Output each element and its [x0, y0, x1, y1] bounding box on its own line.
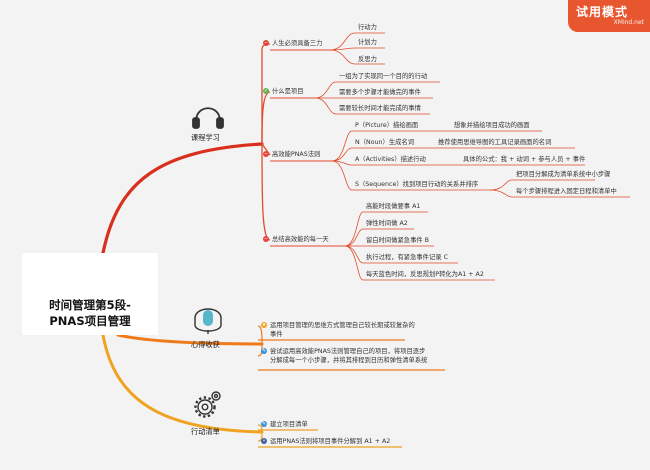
- t4-child-1[interactable]: 高能时段做要事 A1: [366, 203, 421, 210]
- check-bullet-icon: ✓: [263, 88, 269, 94]
- pnas-s-label[interactable]: S（Sequence）找到项目行动的关系并排序: [355, 181, 479, 188]
- t2-child-2[interactable]: 需要多个步骤才能做完的事件: [339, 89, 421, 96]
- microphone-icon: [194, 308, 222, 334]
- headphones-icon: [192, 107, 224, 129]
- branch-action-label[interactable]: 行动清单: [191, 427, 220, 436]
- t4-child-4[interactable]: 执行过程，有紧急事件记录 C: [366, 254, 448, 261]
- topic-label: 总结高效能的每一天: [272, 236, 329, 243]
- pnas-p-detail[interactable]: 想象并描绘项目成功的画面: [454, 122, 530, 129]
- t1-child-2[interactable]: 计划力: [358, 39, 377, 46]
- branch-action-line: [101, 333, 264, 434]
- star-bullet-icon: ★: [261, 322, 267, 328]
- branch-insight-line: [116, 333, 264, 346]
- pnas-p-label[interactable]: P（Picture）描绘画面: [355, 122, 419, 129]
- minus-bullet-icon: −: [263, 151, 269, 157]
- t4-child-2[interactable]: 弹性时间做 A2: [366, 220, 408, 227]
- t1-connectors: [329, 32, 385, 65]
- pnas-a-detail[interactable]: 具体的公式：我 + 动词 + 参与人员 + 事件: [463, 156, 586, 163]
- t1-child-1[interactable]: 行动力: [358, 24, 377, 31]
- minus-bullet-icon: −: [263, 40, 269, 46]
- root-title: 时间管理第5段- PNAS项目管理: [22, 297, 158, 329]
- insight-item-1-line2: 事件: [270, 330, 283, 338]
- minus-bullet-icon: −: [263, 236, 269, 242]
- action-item-1-label: 建立项目清单: [270, 421, 308, 428]
- topic-three-powers[interactable]: −人生必须具备三力: [263, 39, 322, 48]
- branch-course-line: [101, 142, 264, 255]
- topic-underlines: [270, 49, 345, 247]
- root-node[interactable]: 时间管理第5段- PNAS项目管理: [22, 253, 158, 335]
- pnas-a-label[interactable]: A（Activities）描述行动: [355, 156, 426, 163]
- trial-mode-title: 试用模式: [576, 5, 629, 19]
- branch-course-label[interactable]: 课程学习: [191, 133, 220, 142]
- topic-what-is-project[interactable]: ✓什么是项目: [263, 87, 303, 96]
- insight-item-1-line1: 运用项目管理的思维方式管理自己较长期或较复杂的: [270, 322, 415, 329]
- root-title-line2: PNAS项目管理: [49, 314, 131, 328]
- t4-child-3[interactable]: 留白时间做紧急事件 B: [366, 237, 429, 244]
- t4-child-5[interactable]: 每天蓝色时间，反思规划P转化为A1 + A2: [366, 271, 484, 278]
- pencil-bullet-icon: ✎: [261, 348, 267, 354]
- topic-pnas-rule[interactable]: −高效能PNAS法则: [263, 150, 320, 159]
- gears-icon: [194, 391, 221, 418]
- pnas-s-detail-1[interactable]: 把项目分解成为清单系统中小步骤: [516, 171, 611, 178]
- action-item-2[interactable]: »运用PNAS法则将项目事件分解到 A1 + A2: [261, 437, 390, 446]
- t1-child-3[interactable]: 反思力: [358, 56, 377, 63]
- insight-item-2[interactable]: ✎尝试运用高效能PNAS法则管理自己的项目，将项目逐步 分解成每一个小步骤，并将…: [261, 348, 446, 365]
- topic-label: 人生必须具备三力: [272, 40, 323, 47]
- topic-label: 高效能PNAS法则: [272, 151, 321, 158]
- t2-child-3[interactable]: 需要较长时间才能完成的事情: [339, 105, 421, 112]
- pnas-s-detail-2[interactable]: 每个步骤排程进入固定日程和清单中: [516, 188, 617, 195]
- topic-label: 什么是项目: [272, 88, 304, 95]
- t4-connectors: [344, 211, 495, 281]
- t2-child-1[interactable]: 一组为了实现同一个目的的行动: [339, 73, 428, 80]
- insight-item-2-line1: 尝试运用高效能PNAS法则管理自己的项目，将项目逐步: [270, 348, 426, 355]
- trial-mode-subtitle: XMind.net: [613, 19, 644, 26]
- t2-connectors: [314, 81, 440, 115]
- pnas-n-label[interactable]: N（Noun）生成名词: [355, 139, 415, 146]
- action-item-1[interactable]: ✎建立项目清单: [261, 420, 308, 429]
- t3-connectors: [331, 130, 630, 198]
- pnas-n-detail[interactable]: 推荐使用思维导图的工具记录画面的名词: [438, 139, 552, 146]
- insight-item-2-line2: 分解成每一个小步骤，并将其排程到日历和弹性清单系统: [270, 356, 428, 364]
- root-title-line1: 时间管理第5段-: [49, 298, 131, 312]
- course-connectors: [261, 43, 271, 241]
- action-item-2-label: 运用PNAS法则将项目事件分解到 A1 + A2: [270, 438, 391, 445]
- topic-daily-summary[interactable]: −总结高效能的每一天: [263, 235, 329, 244]
- pencil-bullet-icon: ✎: [261, 421, 267, 427]
- trial-mode-badge: 试用模式 XMind.net: [568, 0, 650, 32]
- fast-forward-bullet-icon: »: [261, 438, 267, 444]
- branch-insight-label[interactable]: 心得收获: [191, 340, 220, 349]
- insight-item-1[interactable]: ★运用项目管理的思维方式管理自己较长期或较复杂的 事件: [261, 322, 426, 339]
